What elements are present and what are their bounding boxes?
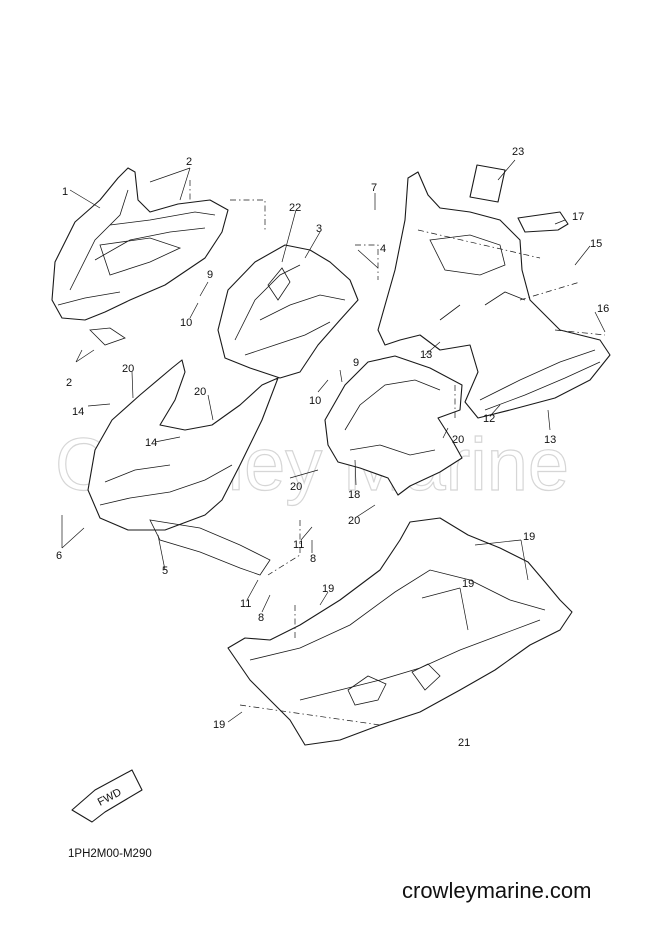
callout-19: 19: [523, 531, 535, 543]
part-side-panel[interactable]: [87, 359, 279, 576]
callout-13: 13: [544, 434, 556, 446]
callout-20: 20: [122, 363, 134, 375]
assembly-line: [189, 180, 606, 726]
callout-10: 10: [309, 395, 321, 407]
callout-14: 14: [145, 437, 157, 449]
callout-9: 9: [207, 269, 213, 281]
callout-16: 16: [597, 303, 609, 315]
callout-6: 6: [56, 550, 62, 562]
callout-23: 23: [512, 146, 524, 158]
part-small-bracket[interactable]: [517, 211, 569, 233]
callout-13: 13: [420, 349, 432, 361]
callout-5: 5: [162, 565, 168, 577]
callout-19: 19: [213, 719, 225, 731]
part-under-cover[interactable]: [227, 517, 573, 746]
callout-22: 22: [289, 202, 301, 214]
callout-17: 17: [572, 211, 584, 223]
callout-2: 2: [186, 156, 192, 168]
callout-20: 20: [194, 386, 206, 398]
diagram-code: 1PH2M00-M290: [68, 848, 152, 860]
callout-15: 15: [590, 238, 602, 250]
callout-20: 20: [290, 481, 302, 493]
callout-20: 20: [348, 515, 360, 527]
fwd-arrow: FWD: [71, 769, 143, 823]
part-front-cowl[interactable]: [51, 167, 229, 346]
callout-12: 12: [483, 413, 495, 425]
callout-1: 1: [62, 186, 68, 198]
part-inner-lid[interactable]: [324, 355, 463, 496]
part-right-shield[interactable]: [377, 171, 611, 419]
callout-11: 11: [240, 598, 251, 610]
callout-4: 4: [380, 243, 386, 255]
callout-11: 11: [293, 539, 304, 551]
callout-9: 9: [353, 357, 359, 369]
callout-19: 19: [462, 578, 474, 590]
callout-18: 18: [348, 489, 360, 501]
part-inner-panel[interactable]: [217, 244, 359, 379]
callout-8: 8: [258, 612, 264, 624]
website-link[interactable]: crowleymarine.com: [402, 878, 592, 903]
callout-3: 3: [316, 223, 322, 235]
leader-lines: [61, 159, 606, 723]
callout-7: 7: [371, 182, 377, 194]
callout-8: 8: [310, 553, 316, 565]
callout-14: 14: [72, 406, 84, 418]
callout-2: 2: [66, 377, 72, 389]
part-label-sticker[interactable]: [469, 164, 506, 203]
callout-21: 21: [458, 737, 470, 749]
callout-20: 20: [452, 434, 464, 446]
callout-10: 10: [180, 317, 192, 329]
callout-19: 19: [322, 583, 334, 595]
